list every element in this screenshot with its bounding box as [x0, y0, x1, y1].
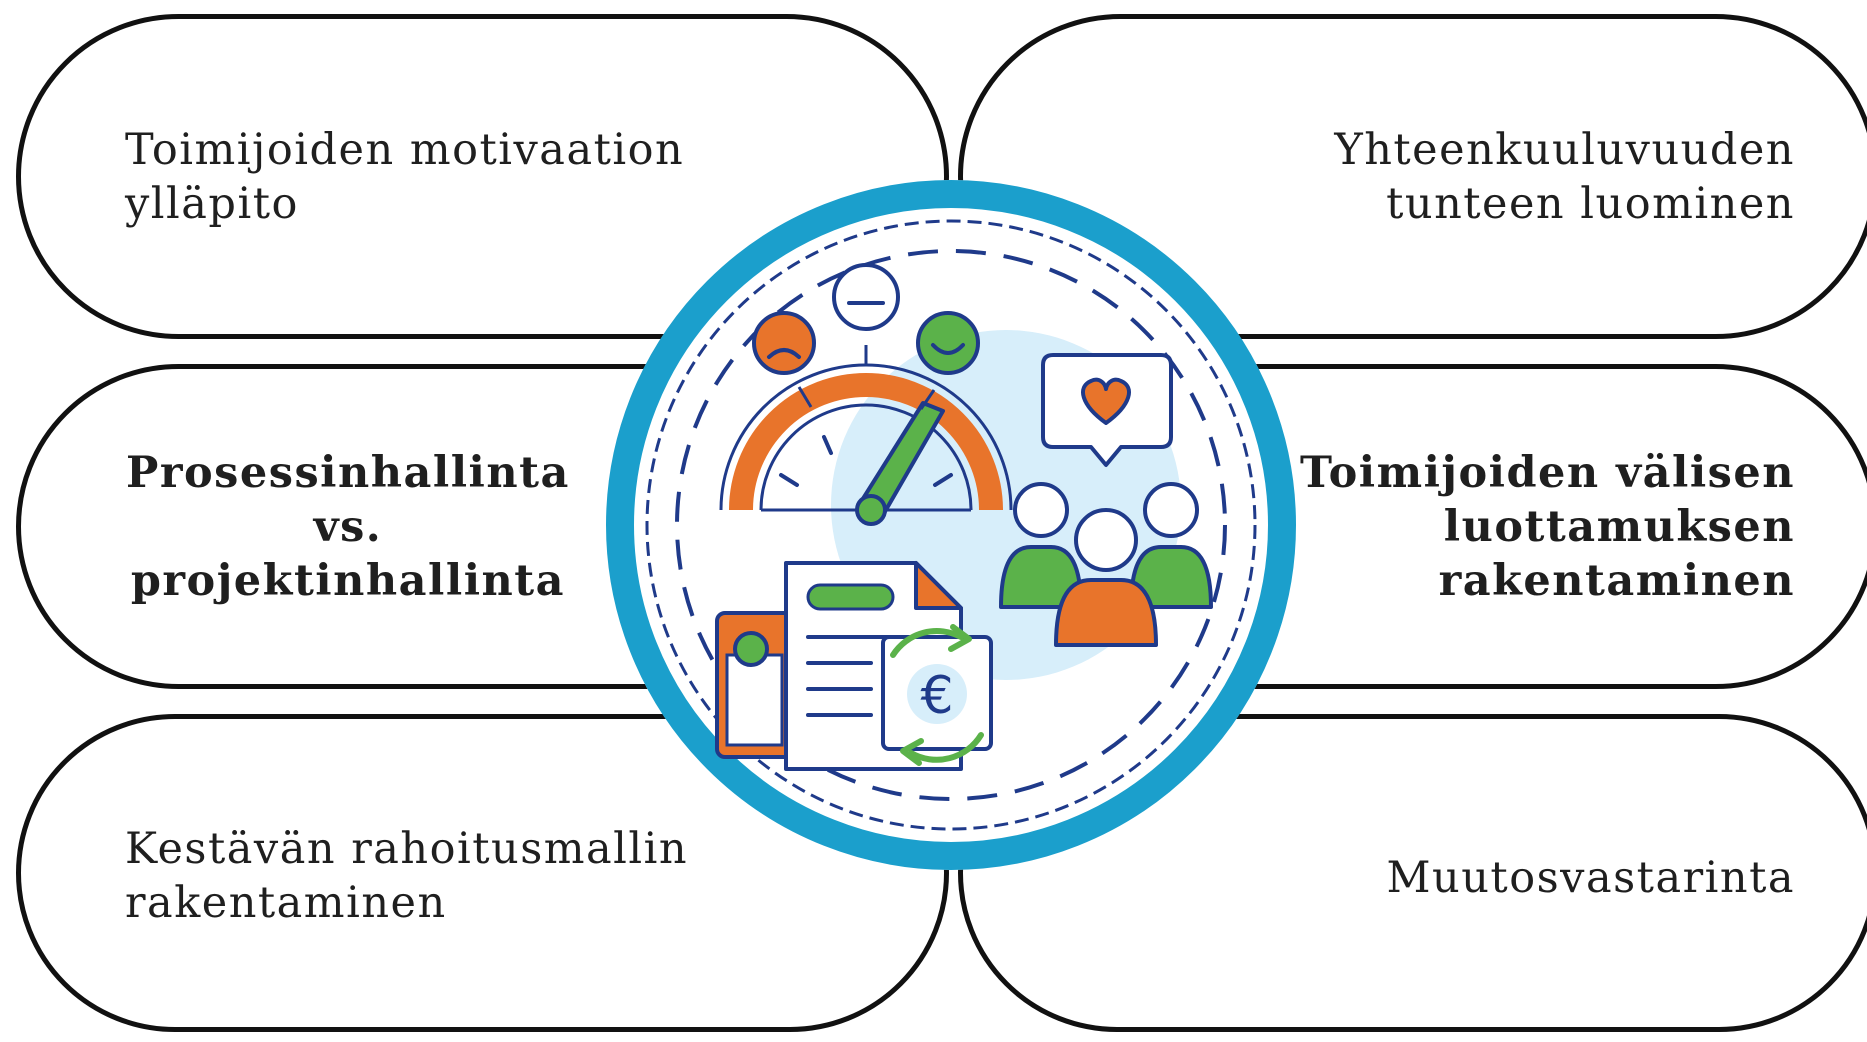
euro-symbol: € — [920, 666, 953, 726]
dashed-ring — [675, 249, 1227, 801]
heart-speech-bubble-icon — [1041, 353, 1173, 467]
sad-face-icon — [752, 311, 816, 375]
item-label: Toimijoiden välisen luottamuksen rakenta… — [1300, 447, 1795, 606]
item-label: Yhteenkuuluvuuden tunteen luominen — [1334, 124, 1795, 229]
item-label: Muutosvastarinta — [1386, 853, 1795, 903]
photo-icon — [715, 611, 794, 759]
center-illustration: € — [606, 180, 1296, 870]
item-label: Kestävän rahoitusmallin rakentaminen — [125, 824, 689, 928]
neutral-face-icon — [832, 263, 900, 331]
gauge-icon — [719, 345, 1013, 526]
dotted-ring — [645, 219, 1257, 831]
item-label: Toimijoiden motivaation ylläpito — [125, 124, 685, 229]
blue-ring — [606, 180, 1296, 870]
euro-cycle-icon: € — [881, 624, 993, 766]
item-label: Prosessinhallinta vs. projektinhallinta — [126, 447, 570, 606]
people-group-icon — [999, 482, 1213, 647]
happy-face-icon — [916, 311, 980, 375]
item-toimijoiden-motivaatio: Toimijoiden motivaation ylläpito — [16, 14, 949, 339]
